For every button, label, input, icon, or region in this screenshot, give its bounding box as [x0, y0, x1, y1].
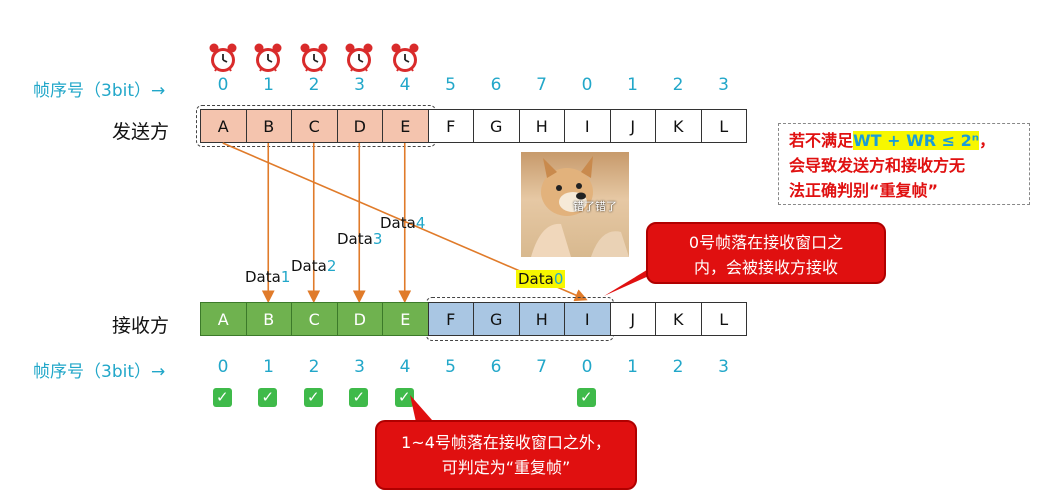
seq-number: 1	[627, 357, 638, 377]
frame-cell: H	[518, 302, 565, 336]
frame-cell: E	[382, 109, 429, 143]
data-label-1: Data1	[245, 268, 291, 286]
note-line-2: 会导致发送方和接收方无	[789, 156, 966, 175]
frame-cell: D	[336, 302, 383, 336]
seq-number: 2	[672, 357, 684, 377]
seq-number: 6	[490, 75, 502, 95]
frame-cell: F	[427, 109, 474, 143]
data-label-0: Data0	[516, 270, 566, 288]
meme-caption: 错了错了	[573, 200, 617, 213]
frame-cell: C	[291, 109, 338, 143]
seq-number: 0	[217, 357, 229, 377]
frame-cell: I	[564, 302, 611, 336]
seq-number: 7	[536, 75, 547, 95]
alarm-clock-icon	[207, 42, 239, 74]
doge-face-icon	[531, 156, 629, 257]
condition-note: 若不满足WT + WR ≤ 2ⁿ， 会导致发送方和接收方无 法正确判别“重复帧”	[778, 123, 1030, 205]
seq-number: 2	[672, 75, 684, 95]
check-icon: ✓	[394, 388, 414, 407]
frame-cell: I	[564, 109, 611, 143]
check-icon: ✓	[212, 388, 232, 407]
seq-number: 1	[263, 357, 274, 377]
receiver-label: 接收方	[112, 315, 170, 337]
receiver-seq-label: 帧序号（3bit）→	[33, 362, 166, 382]
alarm-clock-icon	[343, 42, 375, 74]
frame-cell: J	[609, 302, 656, 336]
sender-label: 发送方	[112, 121, 170, 143]
note-suffix: ，	[979, 131, 996, 150]
seq-number: 3	[718, 357, 729, 377]
seq-number: 0	[217, 75, 229, 95]
seq-number: 1	[627, 75, 638, 95]
frame-cell: A	[200, 302, 247, 336]
check-icon: ✓	[576, 388, 596, 407]
check-icon: ✓	[349, 388, 369, 407]
seq-number: 2	[308, 357, 320, 377]
doge-meme-image: 错了错了	[521, 152, 629, 257]
frame-cell: K	[655, 302, 702, 336]
callout-duplicate-frame: 1~4号帧落在接收窗口之外， 可判定为“重复帧”	[375, 420, 637, 490]
seq-number: 5	[445, 75, 456, 95]
frame-cell: J	[609, 109, 656, 143]
frame-cell: K	[655, 109, 702, 143]
frame-cell: B	[245, 302, 292, 336]
seq-number: 3	[354, 75, 365, 95]
note-line-3: 法正确判别“重复帧”	[789, 181, 939, 200]
seq-number: 0	[581, 75, 593, 95]
seq-number: 3	[718, 75, 729, 95]
seq-number: 3	[354, 357, 365, 377]
note-prefix: 若不满足	[789, 131, 854, 150]
frame-cell: G	[473, 302, 520, 336]
seq-number: 1	[263, 75, 274, 95]
seq-number: 7	[536, 357, 547, 377]
alarm-clock-icon	[252, 42, 284, 74]
frame-cell: L	[700, 109, 747, 143]
frame-cell: L	[700, 302, 747, 336]
data-label-4: Data4	[380, 214, 426, 232]
seq-number: 2	[308, 75, 320, 95]
callout-in-window: 0号帧落在接收窗口之 内，会被接收方接收	[646, 222, 886, 284]
data-label-2: Data2	[291, 257, 337, 275]
seq-number: 4	[399, 357, 411, 377]
frame-cell: C	[291, 302, 338, 336]
check-icon: ✓	[303, 388, 323, 407]
check-icon: ✓	[258, 388, 278, 407]
window-formula: WT + WR ≤ 2ⁿ	[853, 131, 980, 150]
seq-number: 0	[581, 357, 593, 377]
frame-cell: H	[518, 109, 565, 143]
seq-number: 6	[490, 357, 502, 377]
data-label-3: Data3	[337, 230, 383, 248]
frame-cell: D	[336, 109, 383, 143]
sender-seq-label: 帧序号（3bit）→	[33, 81, 166, 101]
frame-cell: F	[427, 302, 474, 336]
seq-number: 5	[445, 357, 456, 377]
frame-cell: E	[382, 302, 429, 336]
seq-number: 4	[399, 75, 411, 95]
alarm-clock-icon	[298, 42, 330, 74]
alarm-clock-icon	[389, 42, 421, 74]
